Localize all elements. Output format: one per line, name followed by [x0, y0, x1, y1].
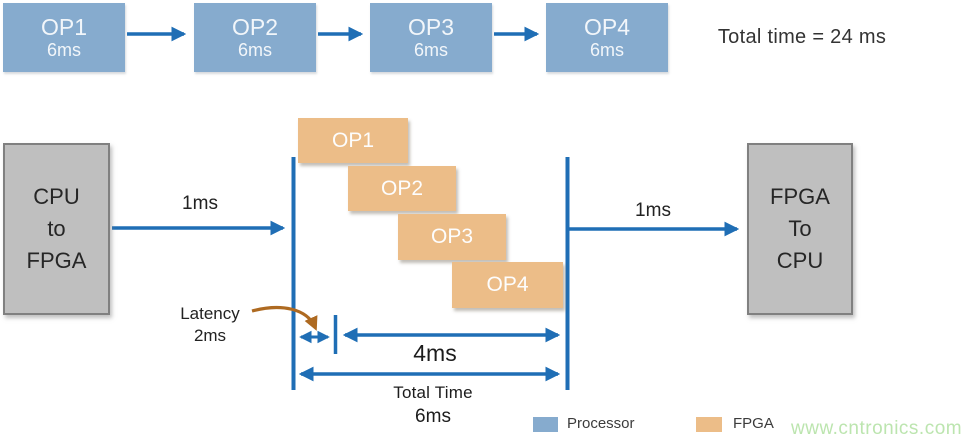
sequential-op-box-4: OP4 6ms [546, 3, 668, 72]
op-duration: 6ms [237, 39, 272, 60]
sequential-op-box-3: OP3 6ms [370, 3, 492, 72]
legend-fpga-label: FPGA [733, 415, 774, 432]
sequential-op-box-2: OP2 6ms [194, 3, 316, 72]
total-time-label: Total Time 6ms [353, 382, 513, 431]
op-duration: 6ms [46, 39, 81, 60]
sequential-op-box-1: OP1 6ms [3, 3, 125, 72]
total-time-title: Total Time [393, 383, 473, 402]
pipelined-op-box-1: OP1 [298, 118, 408, 163]
compute-span-label: 4ms [413, 340, 457, 366]
pipelined-op-box-3: OP3 [398, 214, 506, 260]
transfer-in-time-label: 1ms [182, 193, 218, 214]
latency-label: Latency 2ms [158, 303, 262, 347]
op-duration: 6ms [589, 39, 624, 60]
op-label: OP4 [583, 13, 631, 40]
legend-processor-label: Processor [567, 415, 635, 432]
latency-title: Latency [180, 304, 240, 323]
latency-value: 2ms [193, 326, 227, 346]
legend-fpga-swatch [696, 417, 722, 432]
fpga-to-cpu-box: FPGA To CPU [747, 143, 853, 315]
pipelined-op-box-4: OP4 [452, 262, 563, 308]
cpu-to-fpga-box: CPU to FPGA [3, 143, 110, 315]
legend-processor-swatch [533, 417, 558, 432]
op-label: OP1 [40, 13, 88, 40]
sequential-total-time-label: Total time = 24 ms [717, 26, 887, 48]
transfer-out-time-label: 1ms [635, 200, 671, 221]
op-duration: 6ms [413, 39, 448, 60]
site-watermark: www.cntronics.com [791, 418, 963, 439]
op-label: OP2 [231, 13, 279, 40]
pipelined-op-box-2: OP2 [348, 166, 456, 211]
total-time-value: 6ms [415, 406, 451, 428]
op-label: OP3 [407, 13, 455, 40]
